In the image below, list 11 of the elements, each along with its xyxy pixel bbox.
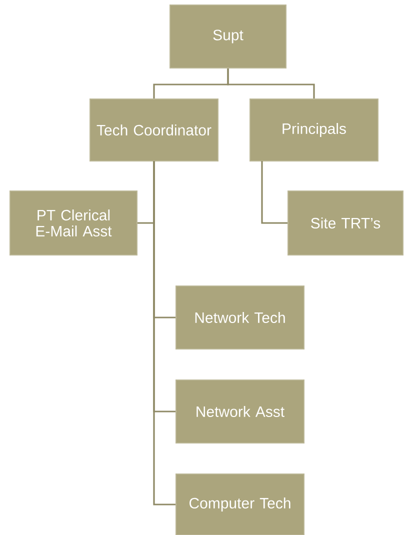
- org-box: PT Clerical E-Mail Asst: [10, 190, 138, 256]
- org-box: Principals: [250, 98, 378, 162]
- connector-line: [261, 161, 288, 224]
- org-box: Supt: [170, 4, 286, 68]
- connector-line: [153, 161, 176, 506]
- org-box: Network Asst: [176, 380, 304, 444]
- connector-line: [227, 68, 315, 98]
- org-box: Site TRT’s: [288, 190, 404, 256]
- org-box: Computer Tech: [176, 474, 304, 535]
- org-box: Tech Coordinator: [90, 98, 218, 162]
- org-box: Network Tech: [176, 286, 304, 350]
